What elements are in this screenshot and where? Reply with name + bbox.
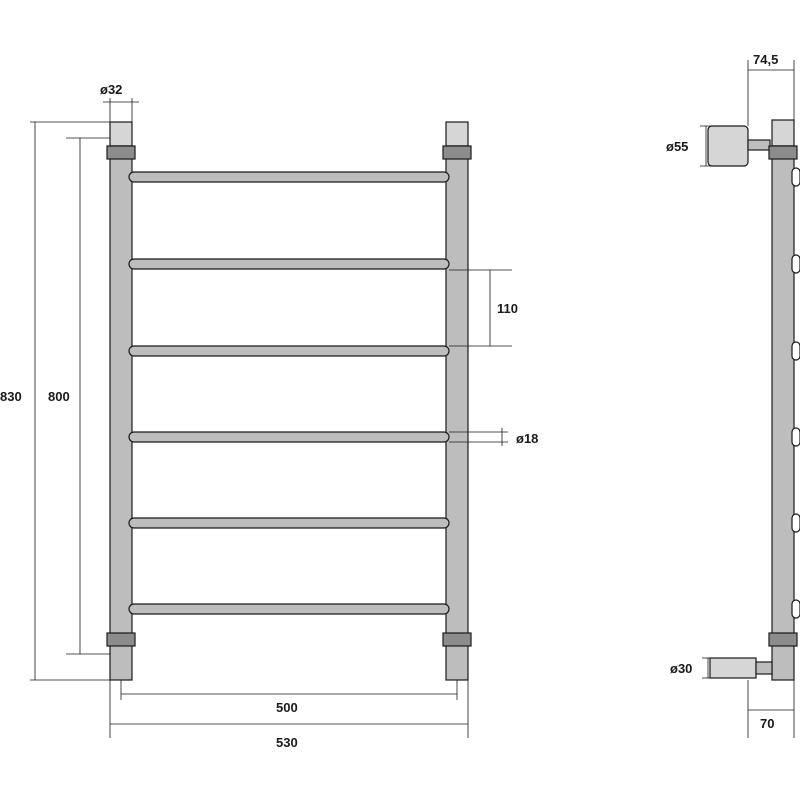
rung-end-5: [791, 513, 800, 533]
center-width-label: 500: [276, 700, 298, 715]
top-wall-flange: [707, 125, 749, 167]
left-bottom-collar: [106, 632, 136, 647]
top-connector: [747, 139, 771, 151]
rung-6: [128, 603, 450, 615]
wall-offset-label: 74,5: [753, 52, 778, 67]
dim-center-width: 500: [120, 680, 458, 715]
rung-ends: [791, 167, 800, 619]
dim-bottom-connector-diameter: ø30: [670, 657, 718, 679]
pipe-diameter-label: ø32: [100, 82, 122, 97]
dim-total-height: 830: [0, 121, 110, 681]
side-vertical-tube: [771, 145, 795, 681]
rung-end-4: [791, 427, 800, 447]
rung-3: [128, 345, 450, 357]
rung-2: [128, 258, 450, 270]
dim-center-height: 800: [46, 137, 110, 655]
total-width-label: 530: [276, 735, 298, 750]
dim-total-width: 530: [109, 680, 469, 750]
rung-1: [128, 171, 450, 183]
rung-end-3: [791, 341, 800, 361]
side-top-cap: [771, 119, 795, 147]
right-bottom-collar: [442, 632, 472, 647]
rung-diameter-label: ø18: [516, 431, 538, 446]
rung-4: [128, 431, 450, 443]
side-top-collar: [768, 145, 798, 160]
side-bottom-collar: [768, 632, 798, 647]
bottom-connector-diameter-label: ø30: [670, 661, 692, 676]
dim-wall-offset: 74,5: [747, 52, 795, 126]
rung-5: [128, 517, 450, 529]
total-height-label: 830: [0, 389, 22, 404]
left-vertical-tube: [109, 145, 133, 681]
rung-spacing-label: 110: [497, 301, 518, 316]
rung-end-1: [791, 167, 800, 187]
bottom-connector-body: [709, 657, 757, 679]
bottom-offset-label: 70: [760, 716, 774, 731]
dim-top-flange-diameter: ø55: [666, 125, 720, 167]
right-top-cap: [445, 121, 469, 147]
rung-end-6: [791, 599, 800, 619]
right-top-collar: [442, 145, 472, 160]
front-view: ø32 830 800 110: [0, 82, 538, 750]
bottom-connector-nut: [755, 661, 773, 675]
left-top-collar: [106, 145, 136, 160]
dim-rung-spacing: 110: [449, 269, 518, 347]
top-flange-diameter-label: ø55: [666, 139, 688, 154]
right-vertical-tube: [445, 145, 469, 681]
center-height-label: 800: [48, 389, 70, 404]
left-top-cap: [109, 121, 133, 147]
dim-pipe-diameter: ø32: [100, 82, 139, 122]
dim-rung-diameter: ø18: [449, 428, 538, 446]
dim-bottom-offset: 70: [747, 680, 795, 738]
side-view: 74,5 ø55 ø30 70: [666, 52, 800, 738]
rung-end-2: [791, 254, 800, 274]
